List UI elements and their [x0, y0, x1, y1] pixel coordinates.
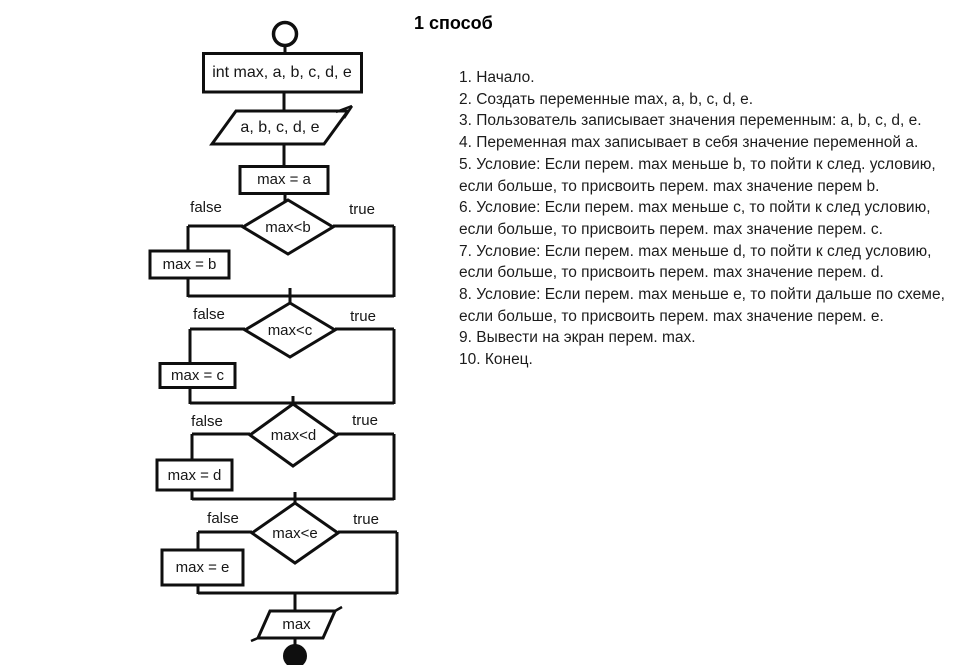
input-label: a, b, c, d, e	[240, 118, 320, 136]
output-label: max	[282, 616, 311, 633]
arrow-tick	[342, 105, 354, 119]
step-line: 6. Условие: Если перем. max меньше c, то…	[459, 199, 931, 217]
step-line: 10. Конец.	[459, 351, 533, 369]
cond-b-label: max<b	[265, 218, 311, 236]
cond-e-false-label: false	[207, 509, 239, 527]
step-line: 5. Условие: Если перем. max меньше b, то…	[459, 155, 936, 173]
cond-d-false-label: false	[191, 412, 223, 430]
start-node	[271, 20, 299, 48]
page-title: 1 способ	[414, 13, 493, 33]
end-node	[283, 644, 307, 665]
step-line: 2. Создать переменные max, a, b, c, d, e…	[459, 90, 754, 108]
flowchart-diagram	[148, 20, 399, 665]
cond-c-diamond	[242, 301, 338, 359]
assign-c-label: max = c	[171, 366, 224, 384]
assign-b-box	[148, 249, 231, 280]
cond-d-label: max<d	[270, 426, 317, 444]
cond-d-diamond	[247, 402, 340, 468]
assign-a-box	[238, 165, 330, 195]
cond-c-label: max<c	[267, 321, 313, 339]
cond-c-false-label: false	[193, 305, 225, 323]
cond-b-diamond	[240, 198, 336, 256]
output-parallelogram	[255, 609, 338, 640]
cond-e-label: max<e	[272, 524, 318, 542]
steps-list: 1. Начало. 2. Создать переменные max, a, …	[459, 67, 980, 371]
step-line: 8. Условие: Если перем. max меньше e, то…	[459, 286, 945, 304]
assign-b-label: max = b	[162, 256, 217, 273]
cond-e-true-label: true	[353, 510, 379, 528]
assign-c-box	[158, 362, 237, 389]
declare-label: int max, a, b, c, d, e	[212, 63, 352, 81]
assign-e-box	[160, 548, 245, 587]
declare-box	[202, 52, 363, 94]
cond-e-diamond	[249, 501, 341, 565]
corner-tick	[250, 636, 259, 643]
assign-d-label: max = d	[167, 466, 222, 484]
step-line: если больше, то присвоить перем. max зна…	[459, 220, 883, 238]
cond-b-false-label: false	[190, 198, 222, 216]
cond-b-true-label: true	[349, 200, 375, 218]
step-line: 9. Вывести на экран перем. max.	[459, 329, 696, 347]
step-line: 4. Переменная max записывает в себя знач…	[459, 134, 919, 152]
assign-d-box	[155, 458, 234, 492]
step-line: 1. Начало.	[459, 69, 535, 86]
cond-d-true-label: true	[352, 411, 378, 429]
step-line: если больше, то присвоить перем. max зна…	[459, 264, 884, 282]
step-line: 3. Пользователь записывает значения пере…	[459, 112, 922, 130]
step-line: 7. Условие: Если перем. max меньше d, то…	[459, 242, 932, 260]
corner-tick	[334, 605, 343, 613]
input-parallelogram	[209, 109, 351, 146]
arrow-tick	[335, 104, 353, 114]
cond-c-true-label: true	[350, 307, 376, 325]
assign-a-label: max = a	[257, 171, 311, 188]
step-line: если больше, то присвоить перем. max зна…	[459, 177, 880, 195]
step-line: если больше, то присвоить перем. max зна…	[459, 307, 884, 325]
assign-e-label: max = e	[175, 559, 230, 576]
